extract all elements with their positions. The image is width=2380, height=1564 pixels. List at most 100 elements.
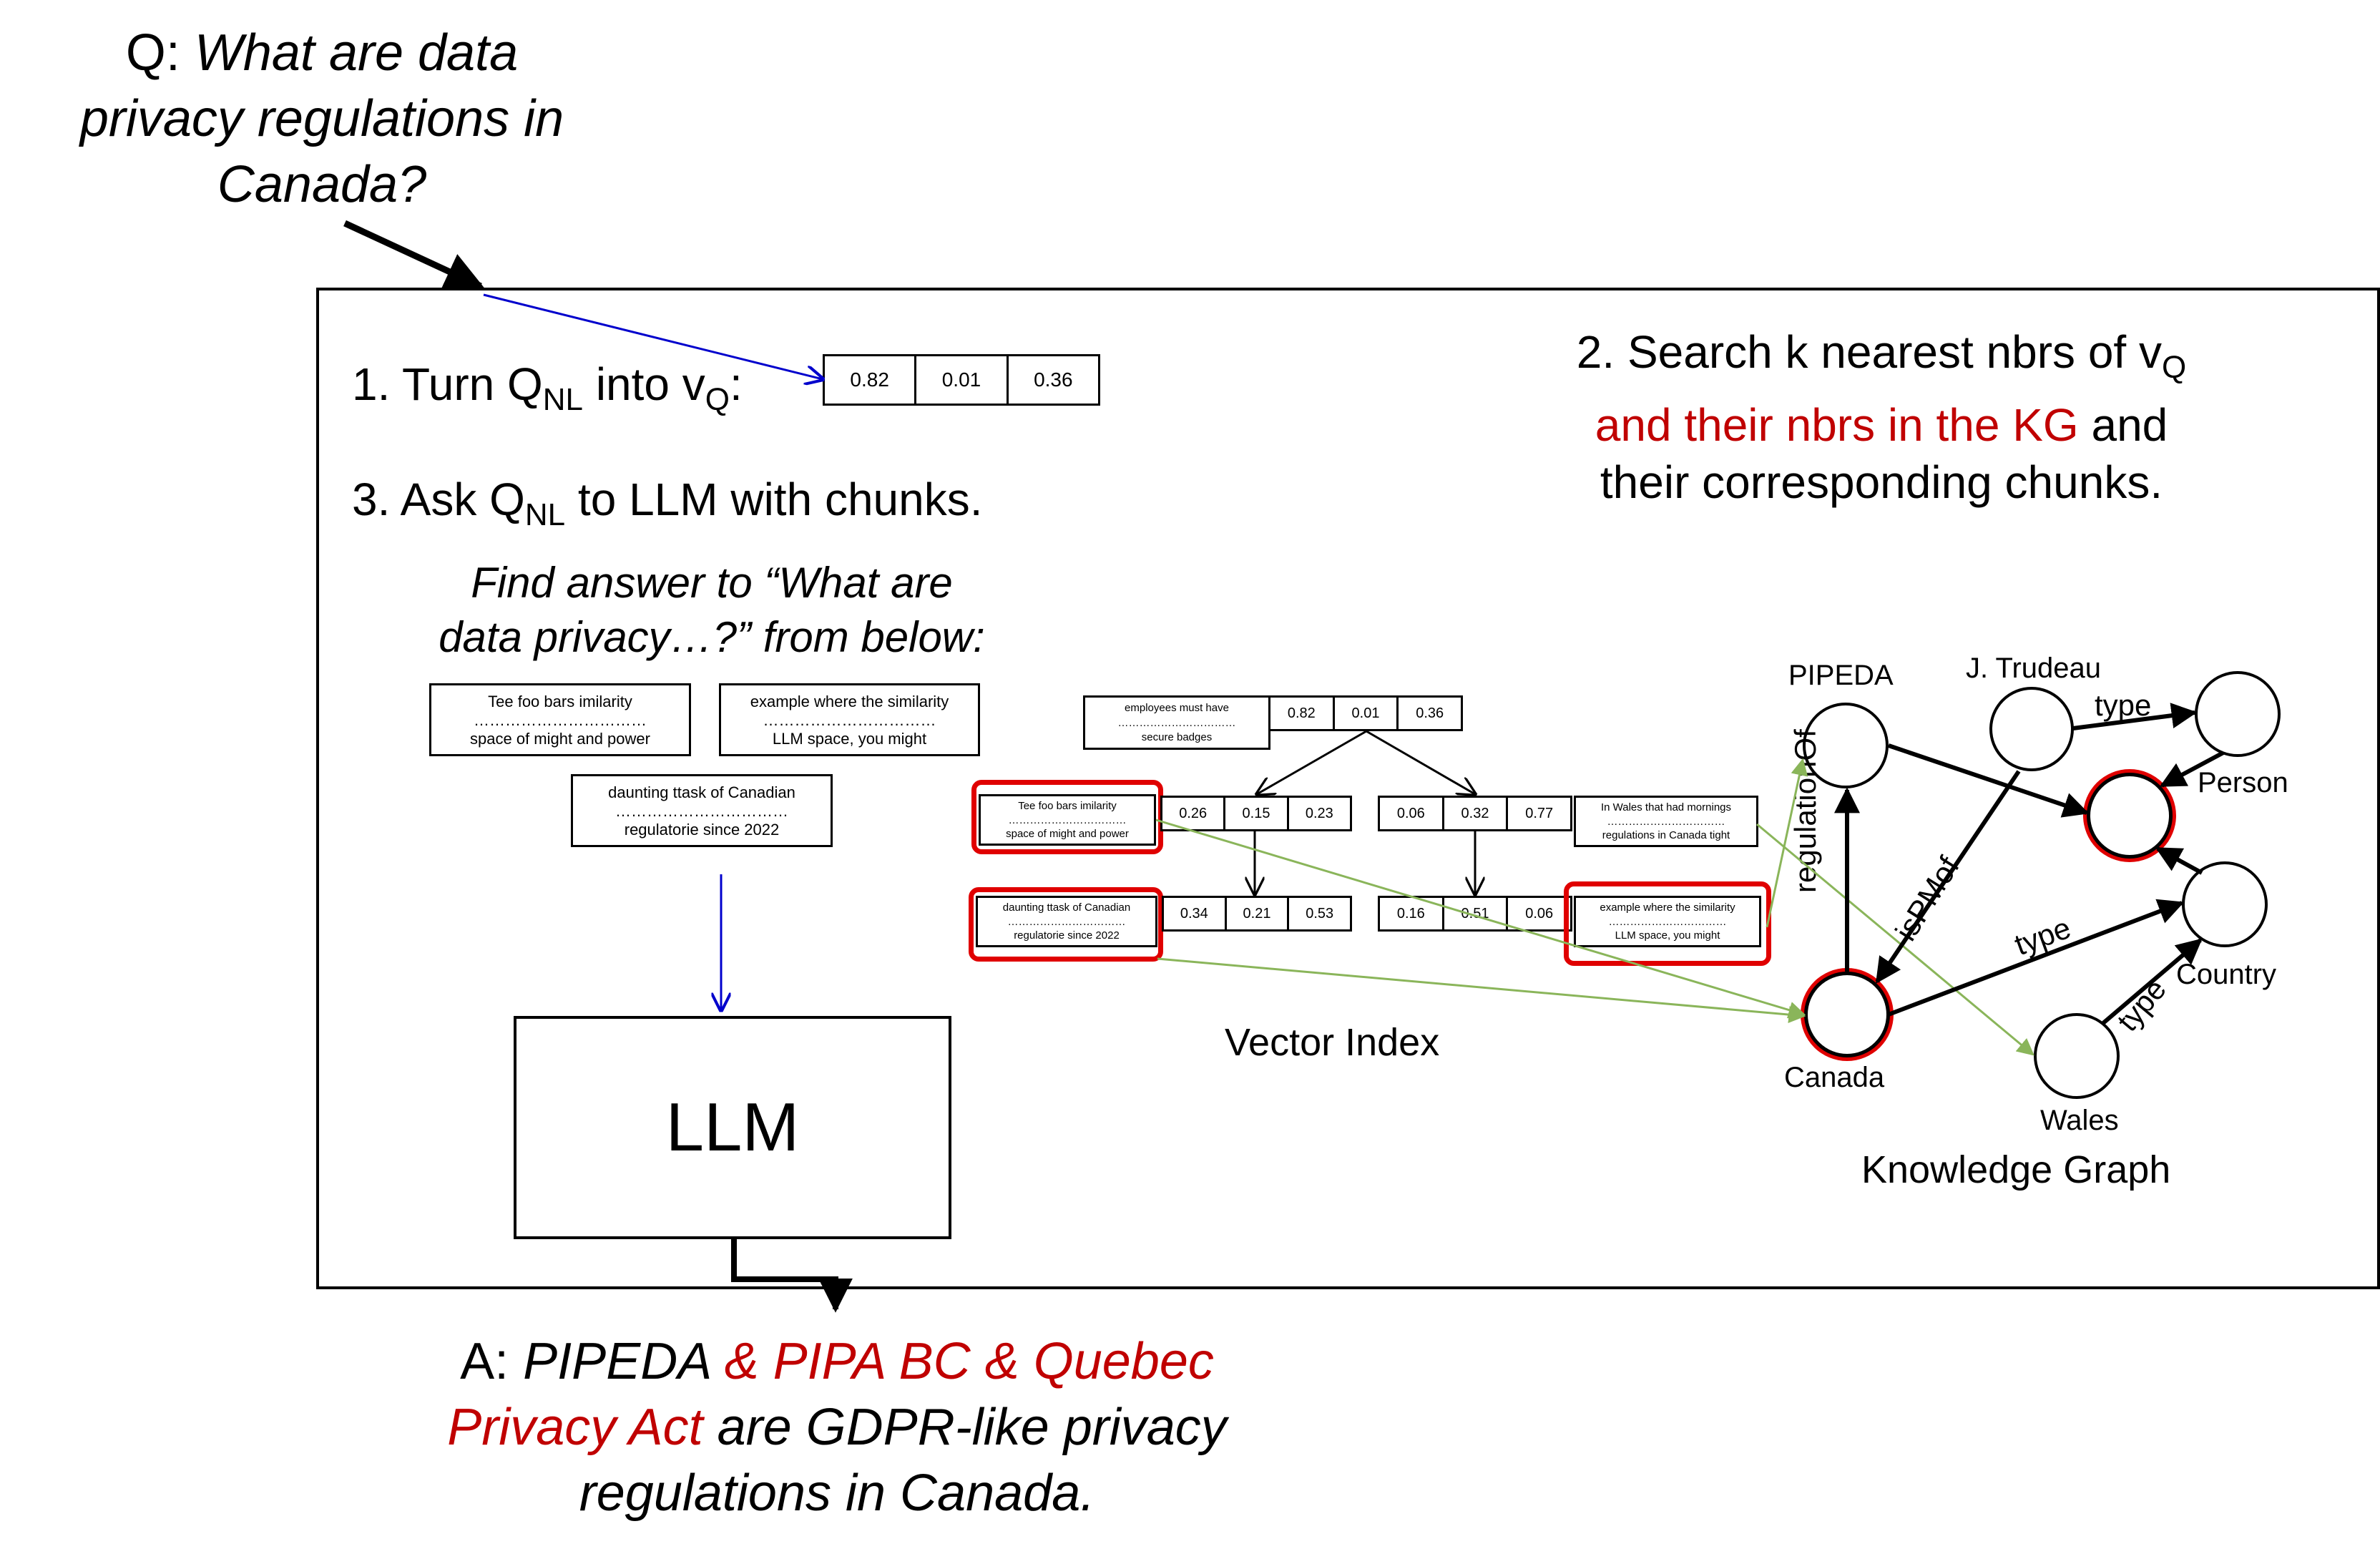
query-vector: 0.82 0.01 0.36 [823, 354, 1100, 406]
pipeline-frame [316, 288, 2380, 1289]
answer-line-1: A: PIPEDA & PIPA BC & Quebec [386, 1329, 1288, 1394]
answer-prefix: A: [460, 1333, 509, 1390]
answer: A: PIPEDA & PIPA BC & Quebec Privacy Act… [386, 1329, 1288, 1526]
answer-highlight: Privacy Act [447, 1399, 703, 1456]
chunk-text: secure badges [1141, 731, 1213, 743]
kg-node-trudeau [1989, 687, 2074, 771]
vector-cell: 0.15 [1225, 798, 1289, 829]
prompt-line-2: data privacy…?” from below: [439, 613, 985, 661]
kg-edge-trudeau-type-person [2072, 703, 2198, 730]
index-chunk: In Wales that had mornings …………………………… r… [1574, 796, 1758, 847]
kg-label-person: Person [2198, 767, 2288, 798]
chunk-dots: …………………………… [1117, 716, 1236, 729]
chunk-kg-link [1756, 823, 2034, 1056]
knowledge-graph-label: Knowledge Graph [1861, 1148, 2171, 1191]
step-2-line-2: and their nbrs in the KG and [1459, 396, 2303, 454]
kg-edge-wales-country [2102, 938, 2203, 1025]
index-tree-edge [1257, 730, 1367, 794]
step-3-sub-a: NL [524, 497, 566, 532]
step-3: 3. Ask QNL to LLM with chunks. [352, 471, 983, 544]
question-text-3: Canada? [217, 156, 427, 213]
prompt-text: Find answer to “What are data privacy…?”… [401, 556, 1023, 665]
kg-edge-person-type [2159, 751, 2225, 788]
vector-cell: 0.16 [1380, 898, 1444, 929]
chunk-text: daunting ttask of Canadian [608, 783, 795, 801]
answer-line-2: Privacy Act are GDPR-like privacy [386, 1394, 1288, 1460]
step-2-line-3: their corresponding chunks. [1600, 456, 2163, 508]
vector-cell: 0.26 [1162, 798, 1226, 829]
vector-cell: 0.34 [1164, 898, 1227, 929]
embed-arrow [483, 293, 823, 379]
vector-cell: 0.21 [1227, 898, 1290, 929]
chunk-text: employees must have [1125, 702, 1229, 714]
chunk-dots: …………………………… [615, 802, 788, 820]
answer-highlight: & PIPA BC & Quebec [710, 1333, 1214, 1390]
prompt-chunk: example where the similarity ……………………………… [719, 683, 980, 756]
step-2: 2. Search k nearest nbrs of vQ and their… [1459, 323, 2303, 511]
prompt-line-1: Find answer to “What are [471, 559, 953, 607]
vector-cell: 0.77 [1525, 805, 1554, 821]
chunk-text: regulations in Canada tight [1602, 829, 1730, 841]
step-1-text-b: into v [583, 358, 705, 410]
index-vector: 0.82 0.01 0.36 [1268, 695, 1463, 731]
chunk-text: Tee foo bars imilarity [488, 693, 632, 710]
chunk-text: example where the similarity [750, 693, 949, 710]
kg-edge-pipeda-person [1888, 743, 2090, 818]
llm-box: LLM [514, 1016, 951, 1239]
vector-cell: 0.82 [1270, 698, 1335, 729]
chunk-kg-link [1157, 957, 1806, 1024]
prompt-chunk: Tee foo bars imilarity …………………………… space… [429, 683, 691, 756]
step-2-sub: Q [2161, 350, 2187, 385]
query-vector-cell: 0.82 [825, 356, 917, 404]
kg-node-person [2087, 773, 2173, 859]
chunk-text: daunting ttask of Canadian [1002, 901, 1131, 914]
step-2-highlight: and their nbrs in the KG [1595, 399, 2079, 451]
vector-cell: 0.01 [1335, 698, 1399, 729]
vector-index-label: Vector Index [1225, 1021, 1440, 1064]
chunk-text: regulatorie since 2022 [1014, 929, 1120, 942]
chunk-text: In Wales that had mornings [1600, 801, 1732, 813]
kg-node-wales [2034, 1013, 2120, 1099]
chunk-dots: …………………………… [1008, 813, 1127, 826]
kg-label-pipeda: PIPEDA [1788, 660, 1894, 691]
index-vector: 0.34 0.21 0.53 [1162, 896, 1352, 932]
question-text-2: privacy regulations in [79, 90, 564, 147]
answer-line-3: regulations in Canada. [579, 1465, 1095, 1522]
question-arrow [343, 220, 484, 290]
step-2-text-b: and [2078, 399, 2168, 451]
chunk-kg-link [1766, 758, 1808, 928]
step-1-sub-a: NL [542, 382, 584, 417]
llm-label: LLM [665, 1089, 800, 1165]
kg-edge-canada-country [1887, 899, 2185, 1017]
answer-text: are GDPR-like privacy [702, 1399, 1227, 1456]
retrieved-chunk-highlight [969, 887, 1163, 962]
chunk-text: space of might and power [470, 730, 650, 748]
step-1-sub-b: Q [705, 382, 730, 417]
chunk-dots: …………………………… [474, 711, 647, 729]
chunk-text: LLM space, you might [1615, 929, 1720, 942]
chunk-text: Tee foo bars imilarity [1018, 800, 1117, 812]
step-3-text-b: to LLM with chunks. [565, 474, 983, 525]
index-vector: 0.16 0.51 0.06 [1378, 896, 1572, 932]
vector-cell: 0.36 [1416, 705, 1444, 721]
kg-edge-trudeau-canada [1875, 770, 2021, 984]
step-2-line-1: 2. Search k nearest nbrs of vQ [1459, 323, 2303, 396]
answer-text: PIPEDA [523, 1333, 710, 1390]
step-2-text-a: 2. Search k nearest nbrs of v [1576, 326, 2162, 378]
question-text-1: What are data [194, 24, 519, 82]
chunk-text: regulatorie since 2022 [624, 821, 780, 839]
index-chunk: example where the similarity ……………………………… [1574, 896, 1761, 947]
kg-node-canada [1804, 972, 1890, 1057]
index-tree-edge [1366, 730, 1475, 794]
kg-label-wales: Wales [2040, 1105, 2119, 1136]
index-vector: 0.06 0.32 0.77 [1378, 796, 1572, 831]
question: Q: What are data privacy regulations in … [29, 20, 615, 218]
chunk-dots: …………………………… [1607, 815, 1725, 828]
step-3-text-a: 3. Ask Q [352, 474, 525, 525]
question-prefix: Q: [125, 24, 180, 82]
vector-cell: 0.06 [1380, 798, 1444, 829]
llm-output-arrow [731, 1239, 853, 1313]
kg-node-pipeda [1803, 703, 1889, 788]
index-vector: 0.26 0.15 0.23 [1160, 796, 1352, 831]
